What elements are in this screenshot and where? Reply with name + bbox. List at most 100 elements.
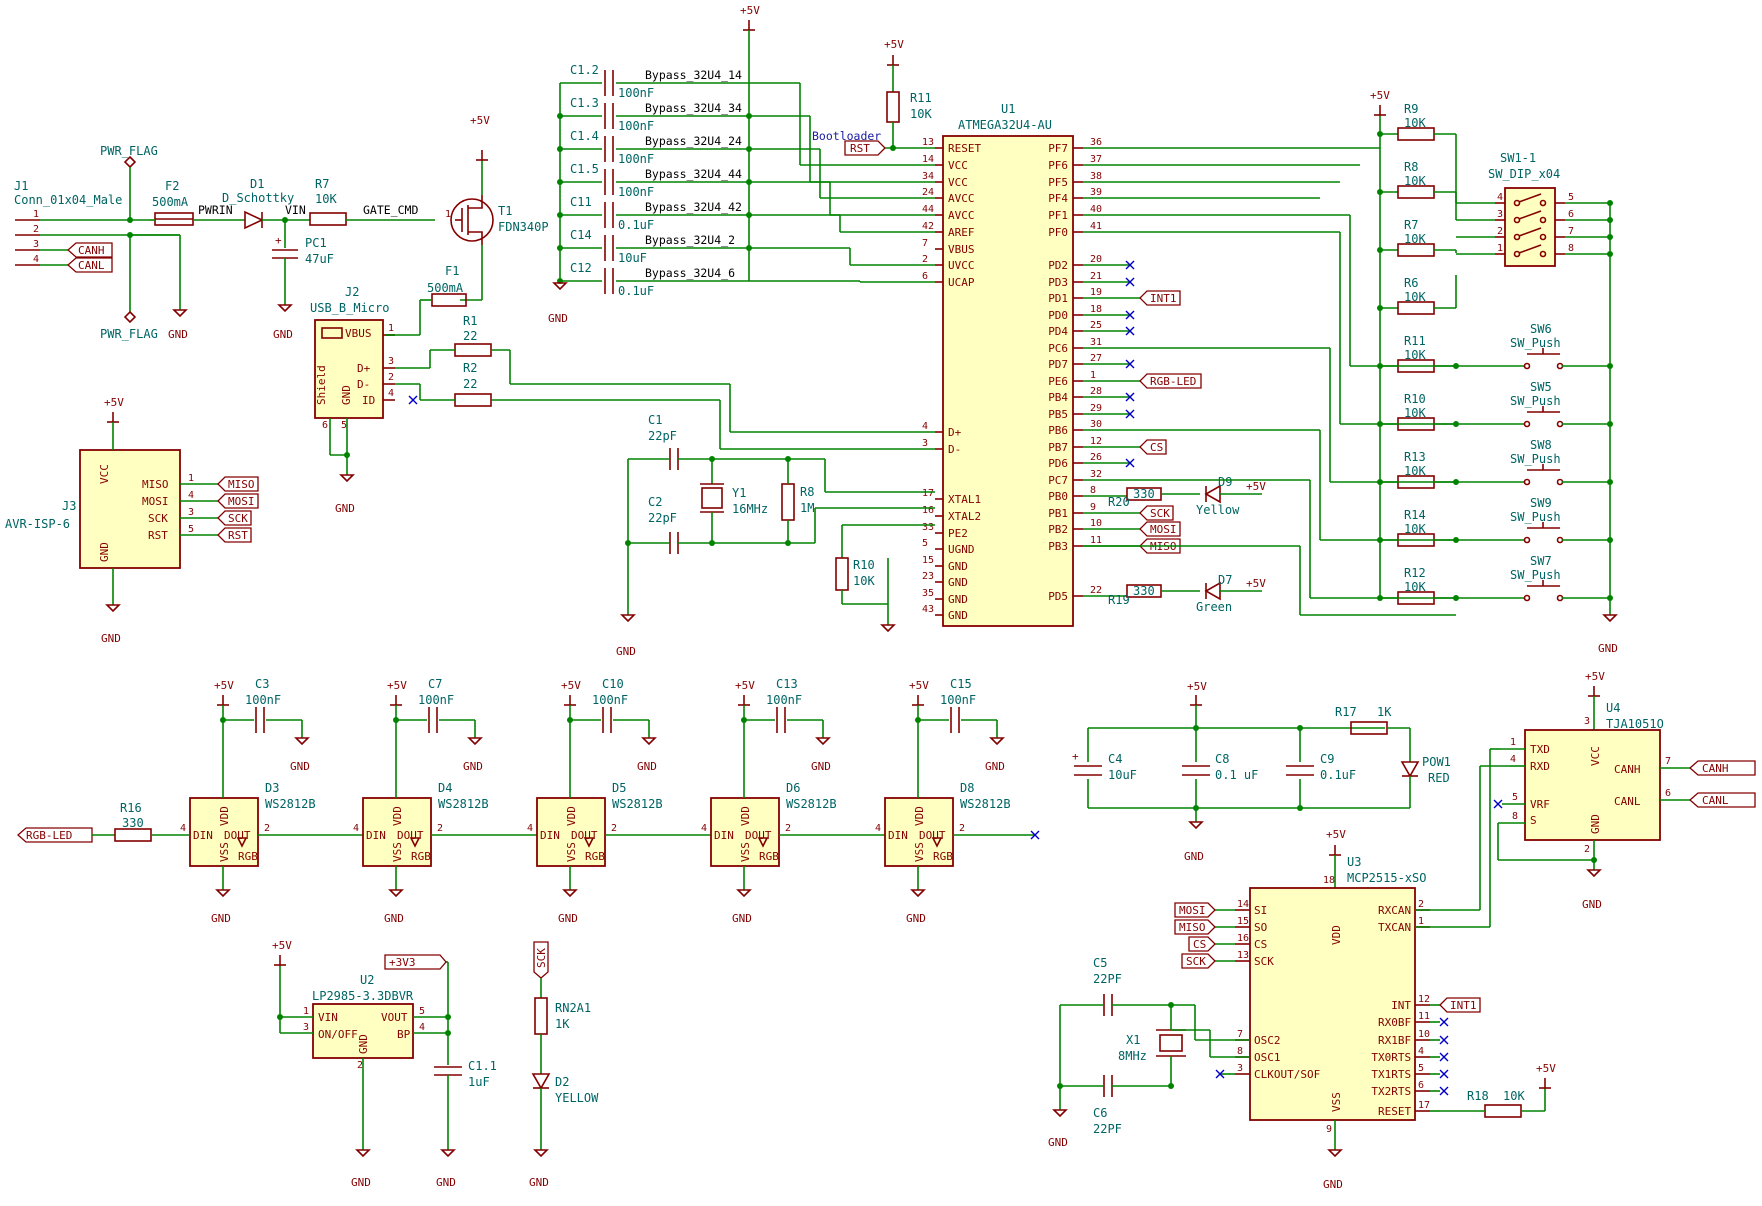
led-vss: VSS	[218, 842, 231, 862]
svg-text:GND: GND	[616, 645, 636, 658]
pin-name: TXCAN	[1378, 921, 1411, 934]
can-transceiver-u4: +5V U4 TJA1051O TXD RXD VRF S CANH CANL …	[1415, 670, 1756, 928]
svg-text:D9: D9	[1218, 475, 1232, 489]
led-dout: DOUT	[571, 829, 598, 842]
pin-number: 36	[1090, 137, 1102, 148]
svg-text:22pF: 22pF	[648, 511, 677, 525]
svg-text:D2: D2	[555, 1075, 569, 1089]
svg-text:R7: R7	[315, 177, 329, 191]
svg-text:ID: ID	[362, 394, 375, 407]
led-ref: D5	[612, 781, 626, 795]
pin-name: PE6	[1048, 375, 1068, 388]
gnd-j1: GND	[130, 234, 188, 341]
pin-name: PF4	[1048, 192, 1068, 205]
pin-number: 1	[1090, 370, 1096, 381]
pin-number: 25	[1090, 320, 1102, 331]
pullup-ref: R14	[1404, 508, 1426, 522]
pin-name: PB4	[1048, 391, 1068, 404]
power-caps: +5V + C4 10uF C8 0.1 uF C9 0.1uF GND R17…	[1072, 680, 1451, 863]
svg-text:2: 2	[264, 823, 270, 834]
pin-number: 30	[1090, 419, 1102, 430]
pin-number: 16	[922, 505, 934, 516]
pin-name: SCK	[1254, 955, 1274, 968]
svg-text:RN2A1: RN2A1	[555, 1001, 591, 1015]
svg-text:R17: R17	[1335, 705, 1357, 719]
pin-name: PF6	[1048, 159, 1068, 172]
svg-text:C6: C6	[1093, 1106, 1107, 1120]
svg-text:7: 7	[1665, 756, 1671, 767]
isp-label-mosi: MOSI	[217, 493, 259, 509]
svg-text:F2: F2	[165, 179, 179, 193]
led-5v: +5V	[561, 679, 581, 692]
led-gnd: GND	[384, 912, 404, 925]
led-value: WS2812B	[438, 797, 489, 811]
svg-text:VSS: VSS	[1330, 1092, 1343, 1112]
svg-text:VCC: VCC	[98, 464, 111, 484]
dip-right-pin: 7	[1568, 226, 1574, 237]
pin-number: 1	[1418, 916, 1424, 927]
dip-right-pin: 5	[1568, 192, 1574, 203]
pin-name: XTAL1	[948, 493, 981, 506]
led-cap-value: 100nF	[766, 693, 802, 707]
bypass-net-label: Bypass_32U4_24	[645, 134, 742, 148]
svg-text:Y1: Y1	[732, 486, 746, 500]
led-ref: D6	[786, 781, 800, 795]
led-value: WS2812B	[960, 797, 1011, 811]
svg-text:VIN: VIN	[318, 1011, 338, 1024]
fuse-f2: F2 500mA PWRIN	[150, 179, 245, 226]
svg-text:4: 4	[388, 388, 394, 399]
svg-text:GND: GND	[1589, 814, 1602, 834]
svg-text:F1: F1	[445, 264, 459, 278]
switch-section: +5VGNDR910KR810KR710KR610KR1110KSW6SW_Pu…	[1083, 89, 1618, 655]
pin-name: PB1	[1048, 507, 1068, 520]
pin-number: 33	[922, 522, 934, 533]
pin-number: 7	[1237, 1029, 1243, 1040]
led-ref: D3	[265, 781, 279, 795]
cap-gnd: GND	[637, 760, 657, 773]
svg-text:+5V: +5V	[1536, 1062, 1556, 1075]
pin-number: 13	[1237, 950, 1249, 961]
svg-text:1K: 1K	[1377, 705, 1392, 719]
sw-5v-label: +5V	[1370, 89, 1390, 102]
u1-label-pb2-text: MOSI	[1150, 523, 1177, 536]
pushbutton-value: SW_Push	[1510, 336, 1561, 350]
svg-text:VOUT: VOUT	[381, 1011, 408, 1024]
svg-text:1K: 1K	[555, 1017, 570, 1031]
pin-name: AREF	[948, 226, 975, 239]
svg-text:GND: GND	[357, 1034, 370, 1054]
pin-number: 3	[922, 438, 928, 449]
pin-name: PB7	[1048, 441, 1068, 454]
svg-text:D+: D+	[357, 362, 371, 375]
pullup-ref: R11	[1404, 334, 1426, 348]
bypass-net-label: Bypass_32U4_6	[645, 266, 735, 280]
pin-number: 20	[1090, 254, 1102, 265]
pin-number: 27	[1090, 353, 1102, 364]
svg-text:+5V: +5V	[1246, 480, 1266, 493]
svg-text:RXD: RXD	[1530, 760, 1550, 773]
pin-number: 35	[922, 588, 934, 599]
svg-text:SW1-1: SW1-1	[1500, 151, 1536, 165]
pin-name: D-	[948, 443, 961, 456]
bypass-cap-ref: C1.2	[570, 63, 599, 77]
svg-text:+5V: +5V	[1326, 828, 1346, 841]
pin-name: SI	[1254, 904, 1267, 917]
svg-text:GND: GND	[436, 1176, 456, 1189]
svg-text:J2: J2	[345, 285, 359, 299]
svg-text:47uF: 47uF	[305, 252, 334, 266]
